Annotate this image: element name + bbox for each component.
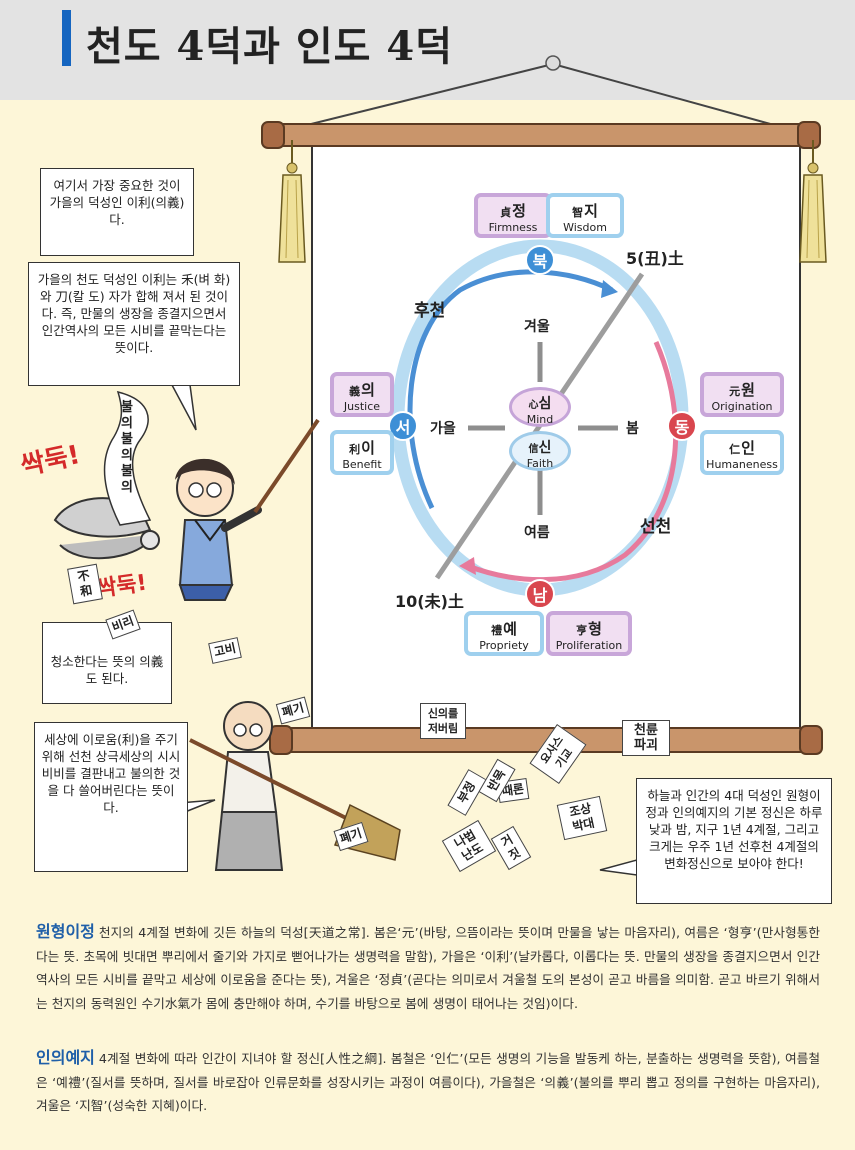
hanging-cord xyxy=(294,55,786,129)
injustice-scroll xyxy=(103,390,152,526)
season-cross xyxy=(468,342,618,515)
early-heaven-label: 선천 xyxy=(640,517,672,537)
axis-bottom-label: 10(未)土 xyxy=(395,592,464,611)
teacher-figure xyxy=(175,418,320,601)
paragraph-2-text: 4계절 변화에 따라 인간이 지녀야 할 정신[人性之綱]. 봄철은 ‘인仁’(… xyxy=(36,1051,820,1113)
paragraph-1-key: 원형이정 xyxy=(36,922,95,941)
sweeper-figure xyxy=(189,701,401,871)
virtue-humaneness: 仁인 Humaneness xyxy=(700,430,784,475)
tag-buhwa: 不和 xyxy=(67,563,103,605)
tassel-left xyxy=(278,140,306,263)
bubble-tiandao-virtue: 가을의 천도 덕성인 이利는 禾(벼 화)와 刀(칼 도) 자가 합해 져서 된… xyxy=(28,262,240,386)
top-rod xyxy=(261,121,821,149)
season-spring: 봄 xyxy=(626,421,639,437)
scissors-illustration xyxy=(53,497,160,560)
early-heaven-arrowhead xyxy=(459,557,476,575)
paragraph-2-key: 인의예지 xyxy=(36,1048,95,1067)
later-heaven-arrowhead xyxy=(601,280,618,298)
title-accent-bar xyxy=(62,10,71,66)
header-band: 천도 4덕과 인도 4덕 xyxy=(0,0,855,100)
center-faith: 信신 Faith xyxy=(509,431,571,471)
sign-4: 신의를 저버림 xyxy=(420,703,466,739)
direction-east: 동 xyxy=(667,411,697,441)
later-heaven-label: 후천 xyxy=(414,301,446,321)
paragraph-1-text: 천지의 4계절 변화에 깃든 하늘의 덕성[天道之常]. 봄은‘元’(바탕, 으… xyxy=(36,925,820,1011)
virtue-origination: 元원 Origination xyxy=(700,372,784,417)
virtue-propriety: 禮예 Propriety xyxy=(464,611,544,656)
page-title: 천도 4덕과 인도 4덕 xyxy=(86,23,454,70)
virtue-firmness: 貞정 Firmness xyxy=(474,193,552,238)
season-winter: 겨울 xyxy=(524,319,550,335)
season-autumn: 가을 xyxy=(430,421,456,437)
bubble-basic-spirit: 하늘과 인간의 4대 덕성인 원형이정과 인의예지의 기본 정신은 하루 낮과 … xyxy=(636,778,832,904)
virtue-wisdom: 智지 Wisdom xyxy=(546,193,624,238)
direction-north: 북 xyxy=(525,245,555,275)
bubble-cleaning: 청소한다는 뜻의 의義도 된다. xyxy=(42,622,172,704)
axis-top-label: 5(丑)土 xyxy=(626,249,684,268)
bubble-most-important: 여기서 가장 중요한 것이 가을의 덕성인 이利(의義)다. xyxy=(40,168,194,256)
bubble-sweep-away: 세상에 이로움(利)을 주기 위해 선천 상극세상의 시시비비를 결판내고 불의… xyxy=(34,722,188,872)
tassel-right xyxy=(799,140,827,263)
season-summer: 여름 xyxy=(524,525,550,541)
virtue-benefit: 利이 Benefit xyxy=(330,430,394,475)
sign-5: 천륜 파괴 xyxy=(622,720,670,756)
later-heaven-arc xyxy=(407,269,614,510)
virtue-proliferation: 亨형 Proliferation xyxy=(546,611,632,656)
center-mind: 心심 Mind xyxy=(509,387,571,427)
virtue-justice: 義의 Justice xyxy=(330,372,394,417)
direction-south: 남 xyxy=(525,579,555,609)
injustice-scroll-text: 불의 불의 불의 xyxy=(121,400,133,495)
